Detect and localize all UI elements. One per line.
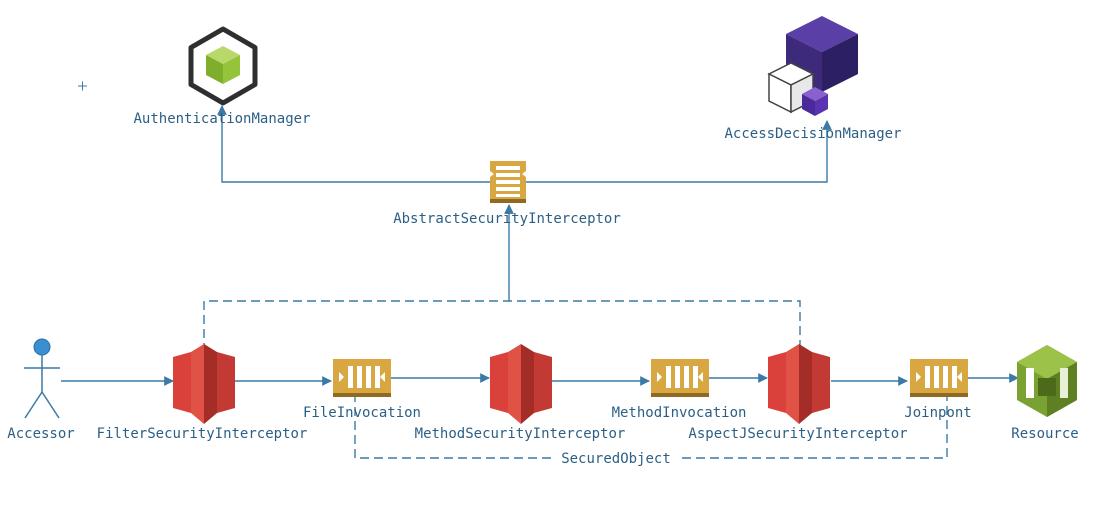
- access-decision-manager-label: AccessDecisionManager: [724, 126, 901, 142]
- resource-label: Resource: [1011, 426, 1078, 442]
- firewall-icon: [768, 344, 830, 424]
- secured-object-label-background: [555, 450, 677, 467]
- stick-figure-icon: [24, 338, 60, 419]
- method-security-interceptor-label: MethodSecurityInterceptor: [415, 426, 626, 442]
- message-queue-icon: [333, 359, 391, 397]
- stacked-bars-icon: [490, 161, 526, 203]
- authentication-manager-label: AuthenticationManager: [133, 111, 310, 127]
- abstract-security-interceptor-label: AbstractSecurityInterceptor: [393, 211, 621, 227]
- accessor-label: Accessor: [7, 426, 74, 442]
- message-queue-icon: [910, 359, 968, 397]
- firewall-icon: [490, 344, 552, 424]
- joinpont-label: Joinpont: [904, 405, 971, 421]
- connectors: [61, 105, 1019, 459]
- connector-to-access-decision-manager: [509, 120, 832, 183]
- method-invocation-label: MethodInvocation: [612, 405, 747, 421]
- secured-object-group-outline: [354, 393, 948, 459]
- container-box-icon: [1017, 345, 1077, 417]
- message-queue-icon: [651, 359, 709, 397]
- secured-object-label: SecuredObject: [561, 451, 671, 467]
- firewall-icon: [173, 344, 235, 424]
- interceptor-group-outline: [203, 300, 801, 380]
- hexagon-cube-icon: [188, 26, 258, 106]
- stacked-cubes-icon: [767, 16, 858, 116]
- plus-icon: [78, 81, 87, 91]
- connector-to-authentication-manager: [217, 105, 509, 183]
- filter-security-interceptor-label: FilterSecurityInterceptor: [97, 426, 308, 442]
- aspectj-security-interceptor-label: AspectJSecurityInterceptor: [688, 426, 907, 442]
- file-invocation-label: FileInvocation: [303, 405, 421, 421]
